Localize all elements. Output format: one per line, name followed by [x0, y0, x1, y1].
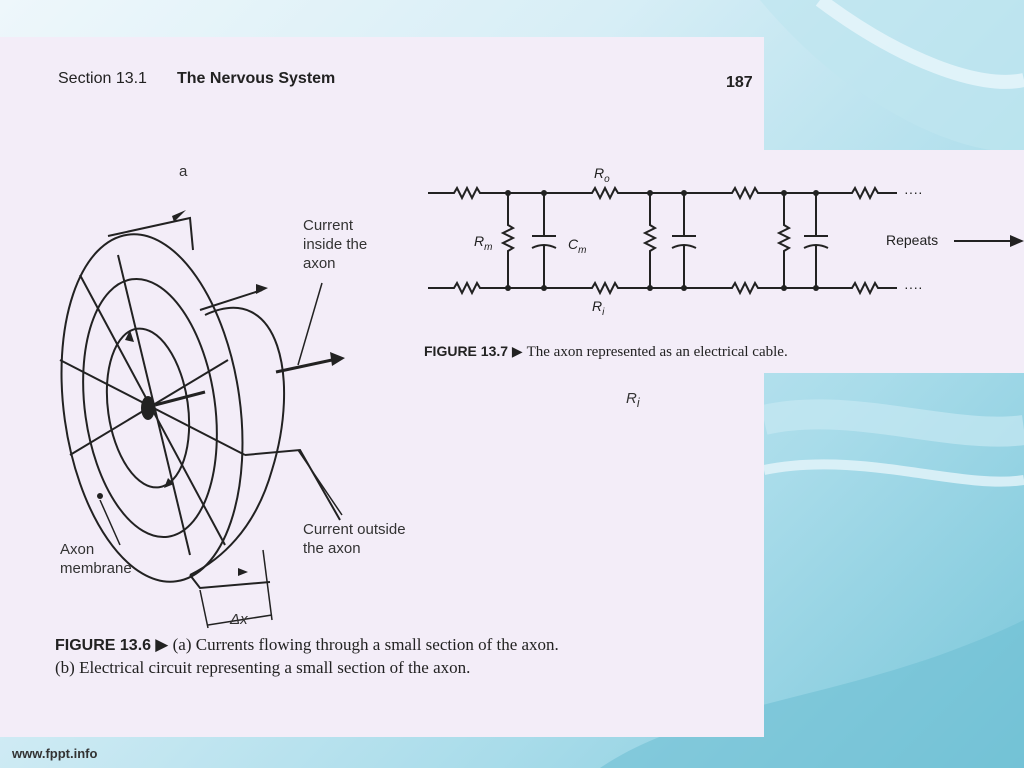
- label-repeats: Repeats: [886, 232, 938, 248]
- figure-13-7-inset: Ro Rm Cm Ri Repeats ···· ···· FIGURE 13.…: [392, 150, 1024, 373]
- middle-ring: [82, 277, 218, 539]
- axon-section-diagram: [59, 210, 345, 629]
- label-delta-x: Δx: [230, 611, 248, 628]
- label-axon-membrane: Axon membrane: [60, 541, 132, 577]
- label-rm: Rm: [474, 233, 492, 253]
- page-number: 187: [726, 74, 753, 91]
- figure-13-7-text: The axon represented as an electrical ca…: [526, 344, 788, 360]
- cable-circuit-diagram: Ro Rm Cm Ri Repeats ···· ····: [428, 165, 1024, 318]
- label-cm: Cm: [568, 236, 586, 256]
- panel-label-a: a: [179, 163, 188, 180]
- section-number: Section 13.1: [58, 70, 147, 87]
- page-header: Section 13.1 The Nervous System 187: [58, 70, 758, 94]
- footer-url[interactable]: www.fppt.info: [12, 746, 98, 761]
- dots-bottom: ····: [904, 279, 923, 295]
- section-title: The Nervous System: [177, 70, 336, 87]
- depth-ring: [189, 307, 286, 576]
- label-current-outside: Current outside the axon: [303, 521, 406, 557]
- label-ro: Ro: [594, 165, 610, 185]
- dots-top: ····: [904, 184, 923, 200]
- label-current-inside: Current inside the axon: [303, 217, 368, 272]
- figure-13-7-number: FIGURE 13.7: [424, 343, 509, 359]
- figure-13-6-caption: FIGURE 13.6 ▶ (a) Currents flowing throu…: [55, 634, 735, 679]
- figure-13-6-line2: (b) Electrical circuit representing a sm…: [55, 658, 471, 677]
- partial-ri-label: Ri: [626, 390, 640, 410]
- inner-ring: [105, 327, 191, 489]
- play-triangle-icon: ▶: [155, 635, 169, 654]
- outer-ring: [60, 233, 244, 583]
- figure-13-7-caption: FIGURE 13.7 ▶ The axon represented as an…: [424, 343, 788, 361]
- figure-13-6-number: FIGURE 13.6: [55, 637, 152, 654]
- play-triangle-icon: ▶: [511, 343, 523, 359]
- label-ri: Ri: [592, 298, 605, 318]
- figure-13-6-line1: (a) Currents flowing through a small sec…: [172, 635, 559, 654]
